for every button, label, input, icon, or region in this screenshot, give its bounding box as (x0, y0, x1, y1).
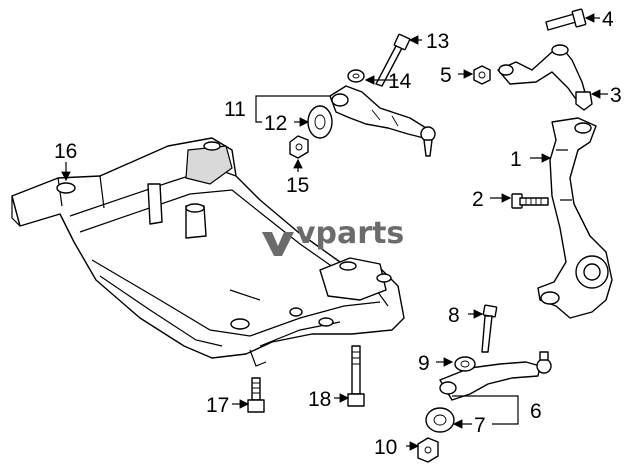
callout-1: 1 (510, 148, 522, 171)
bolt-17 (247, 377, 265, 413)
callout-9: 9 (418, 352, 430, 375)
callout-15: 15 (286, 174, 309, 197)
control-arm-11 (329, 85, 436, 157)
upper-arm-bolt (545, 8, 587, 31)
leader-lines (61, 13, 608, 451)
upper-arm-nut (473, 65, 491, 85)
bolt-18 (347, 345, 365, 407)
bushing-7 (425, 407, 455, 433)
knuckle-bolt (511, 193, 549, 209)
callout-6: 6 (530, 400, 542, 423)
callout-8: 8 (448, 304, 460, 327)
washer-14 (347, 69, 365, 83)
watermark-v-icon (262, 232, 294, 256)
callout-3: 3 (610, 84, 622, 107)
callout-4: 4 (602, 8, 614, 31)
callout-10: 10 (374, 436, 397, 459)
subframe-crossmember (11, 137, 405, 367)
callout-11: 11 (224, 98, 246, 121)
nut-15 (289, 135, 309, 159)
callout-13: 13 (426, 30, 449, 53)
upper-control-arm (497, 44, 593, 111)
callout-17: 17 (206, 394, 229, 417)
callout-14: 14 (388, 70, 412, 93)
watermark-text: vparts (296, 216, 404, 251)
nut-10 (417, 437, 439, 463)
bolt-8 (481, 304, 498, 353)
watermark-logo: vparts (262, 216, 404, 256)
bushing-12 (307, 105, 333, 139)
callout-12: 12 (264, 112, 287, 135)
bolt-13 (375, 33, 411, 87)
callout-16: 16 (54, 140, 77, 163)
washer-9 (454, 356, 476, 372)
steering-knuckle (537, 117, 613, 319)
callout-2: 2 (472, 188, 484, 211)
callout-5: 5 (440, 64, 452, 87)
callout-18: 18 (308, 388, 331, 411)
callout-7: 7 (474, 414, 486, 437)
